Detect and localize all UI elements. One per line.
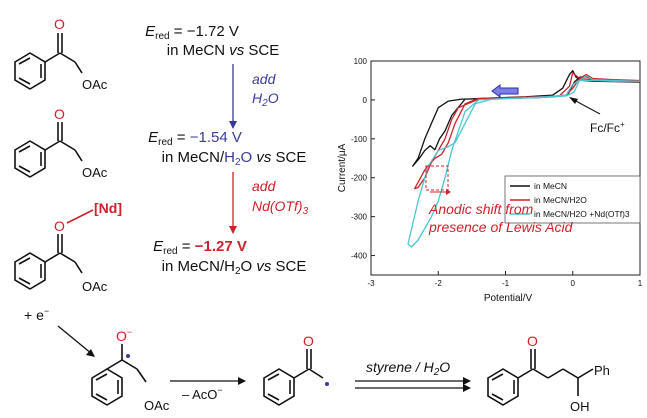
nd-label: [Nd]: [94, 200, 122, 216]
y-tick-label: 100: [354, 57, 368, 66]
potential-step-2: Ered = −1.54 V in MeCN/H2O vs SCE: [148, 129, 306, 168]
oxygen-label: O: [54, 16, 65, 32]
arrowhead: [229, 226, 237, 234]
add-water-reagent: H2O: [252, 90, 279, 109]
arrowhead: [463, 384, 471, 392]
x-tick-label: -2: [435, 279, 443, 288]
fc-pointer-line: [573, 99, 601, 115]
svg-text:in MeCN/H2O vs SCE: in MeCN/H2O vs SCE: [162, 149, 307, 168]
svg-text:Ered = −1.27 V: Ered = −1.27 V: [153, 238, 247, 257]
oxygen-label: O: [303, 333, 314, 349]
radical-dot: [126, 354, 130, 358]
molecule-substrate-hydrated: [14, 122, 83, 178]
anodic-shift-line-1: Anodic shift from: [428, 201, 534, 217]
oac-label: OAc: [82, 165, 108, 180]
x-tick-label: 1: [638, 279, 643, 288]
oxygen-label: O: [54, 106, 65, 122]
hydroxyl-label: OH: [570, 399, 590, 414]
radical-dot: [325, 382, 329, 386]
series-line-1: [414, 72, 641, 190]
x-axis-ticks: -3 -2 -1 0 1: [367, 271, 643, 288]
x-tick-label: 0: [571, 279, 576, 288]
molecule-substrate: [14, 33, 83, 90]
shift-bracket: [425, 165, 449, 191]
potential-step-1: Ered = −1.72 V in MeCN vs SCE: [145, 23, 279, 59]
arrowhead: [86, 349, 95, 357]
y-tick-label: -100: [351, 135, 368, 144]
oxyanion-label: O−: [116, 327, 132, 344]
x-tick-label: -1: [502, 279, 510, 288]
oac-label: OAc: [82, 77, 108, 92]
y-axis-ticks: 100 0 -100 -200 -300 -400: [351, 57, 375, 261]
arrowhead: [238, 377, 246, 385]
y-tick-label: -200: [351, 174, 368, 183]
molecule-radical-intermediate: [263, 349, 324, 406]
x-tick-label: -3: [367, 279, 375, 288]
oac-label: OAc: [82, 279, 108, 294]
arrowhead: [229, 121, 237, 129]
scan-direction-arrow: [491, 84, 519, 98]
oac-label: OAc: [144, 398, 170, 413]
series-curves: [407, 70, 641, 248]
ferrocene-label: Fc/Fc+: [590, 120, 625, 135]
svg-text:Ered = −1.54 V: Ered = −1.54 V: [148, 129, 242, 148]
oxygen-label: O: [527, 333, 538, 349]
svg-text:Ered = −1.72 V: Ered = −1.72 V: [145, 23, 239, 42]
legend-label-mecn-h2o-nd: in MeCN/H2O +Nd(OTf)3: [534, 209, 630, 219]
shift-arrowhead: [446, 189, 451, 195]
fc-pointer-arrowhead: [569, 97, 578, 104]
acetate-loss-label: – AcO−: [182, 385, 223, 402]
molecule-ketyl-radical-anion: [91, 344, 147, 406]
phenyl-label: Ph: [594, 363, 610, 378]
y-tick-label: -400: [351, 252, 368, 261]
x-axis-label: Potential/V: [484, 293, 533, 304]
molecule-product: [487, 349, 594, 406]
series-line-0: [412, 70, 641, 167]
electron-label: + e−: [24, 306, 49, 323]
arrowhead: [463, 377, 471, 385]
molecule-nd-complex: [14, 209, 94, 290]
oxygen-label: O: [54, 218, 65, 234]
series-line-2: [407, 75, 641, 248]
add-nd-reagent: Nd(OTf)3: [252, 198, 309, 217]
styrene-label: styrene / H2O: [366, 359, 450, 378]
add-nd-label: add: [252, 178, 277, 194]
anodic-shift-line-2: presence of Lewis Acid: [428, 219, 574, 235]
cyclic-voltammogram: 100 0 -100 -200 -300 -400 -3 -2 -1 0 1 Current/μA…: [337, 57, 643, 304]
svg-text:in MeCN vs SCE: in MeCN vs SCE: [167, 42, 280, 59]
legend-label-mecn-h2o: in MeCN/H2O: [534, 195, 587, 205]
add-water-label: add: [252, 71, 277, 87]
y-tick-label: -300: [351, 213, 368, 222]
potential-step-3: Ered = −1.27 V in MeCN/H2O vs SCE: [153, 238, 306, 277]
reaction-arrow-electron: [57, 325, 93, 355]
y-axis-label: Current/μA: [337, 143, 348, 192]
svg-text:in MeCN/H2O vs SCE: in MeCN/H2O vs SCE: [162, 258, 307, 277]
y-tick-label: 0: [363, 96, 368, 105]
legend-label-mecn: in MeCN: [534, 181, 567, 191]
legend: in MeCN in MeCN/H2O in MeCN/H2O +Nd(OTf)…: [504, 175, 641, 224]
